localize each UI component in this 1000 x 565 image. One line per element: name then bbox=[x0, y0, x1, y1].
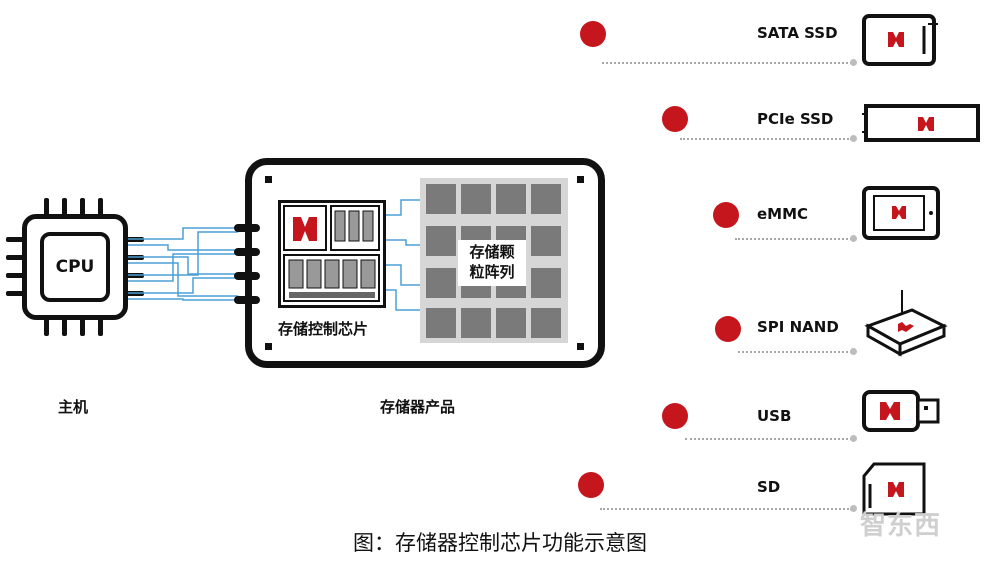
product-caption: 存储器产品 bbox=[380, 398, 456, 416]
connector-pin bbox=[234, 296, 260, 304]
leader-line bbox=[685, 438, 852, 440]
red-dot bbox=[578, 472, 604, 498]
array-bus-lines bbox=[386, 199, 420, 311]
corner-mark bbox=[265, 176, 272, 183]
leader-line bbox=[602, 62, 852, 64]
controller-label: 存储控制芯片 bbox=[278, 320, 369, 338]
leader-line bbox=[680, 138, 852, 140]
red-dot bbox=[662, 106, 688, 132]
device-label-sata-ssd: SATA SSD bbox=[757, 24, 838, 42]
leader-line bbox=[735, 238, 852, 240]
emmc-icon bbox=[862, 186, 940, 240]
controller-chip-internals bbox=[283, 205, 380, 302]
red-dot bbox=[715, 316, 741, 342]
host-caption: 主机 bbox=[58, 398, 89, 416]
leader-end bbox=[850, 59, 857, 66]
leader-end bbox=[850, 135, 857, 142]
sd-card-icon bbox=[862, 462, 926, 516]
leader-line bbox=[600, 508, 852, 510]
device-label-spi-nand: SPI NAND bbox=[757, 318, 839, 336]
red-dot bbox=[662, 403, 688, 429]
usb-icon bbox=[862, 390, 940, 432]
leader-end bbox=[850, 505, 857, 512]
corner-mark bbox=[577, 176, 584, 183]
device-label-usb: USB bbox=[757, 407, 792, 425]
corner-mark bbox=[577, 343, 584, 350]
connector-pin bbox=[234, 248, 260, 256]
spi-nand-icon bbox=[864, 290, 948, 357]
red-dot bbox=[713, 202, 739, 228]
device-label-emmc: eMMC bbox=[757, 205, 809, 223]
device-label-pcie-ssd: PCIe SSD bbox=[757, 110, 834, 128]
cpu-chip bbox=[22, 214, 128, 320]
red-dot bbox=[580, 21, 606, 47]
watermark: 智东西 bbox=[860, 511, 942, 541]
leader-end bbox=[850, 235, 857, 242]
sata-ssd-icon bbox=[862, 14, 938, 66]
cpu-core: CPU bbox=[40, 232, 110, 302]
connector-pin bbox=[234, 272, 260, 280]
pcie-ssd-icon bbox=[862, 104, 980, 142]
figure-caption: 图：存储器控制芯片功能示意图 bbox=[353, 531, 647, 555]
leader-line bbox=[738, 351, 852, 353]
device-label-sd: SD bbox=[757, 478, 781, 496]
connector-pin bbox=[234, 224, 260, 232]
corner-mark bbox=[265, 343, 272, 350]
cpu-label: CPU bbox=[55, 257, 95, 277]
bus-lines bbox=[128, 227, 278, 301]
leader-end bbox=[850, 348, 857, 355]
array-label: 存储颗 粒阵列 bbox=[458, 240, 526, 286]
leader-end bbox=[850, 435, 857, 442]
